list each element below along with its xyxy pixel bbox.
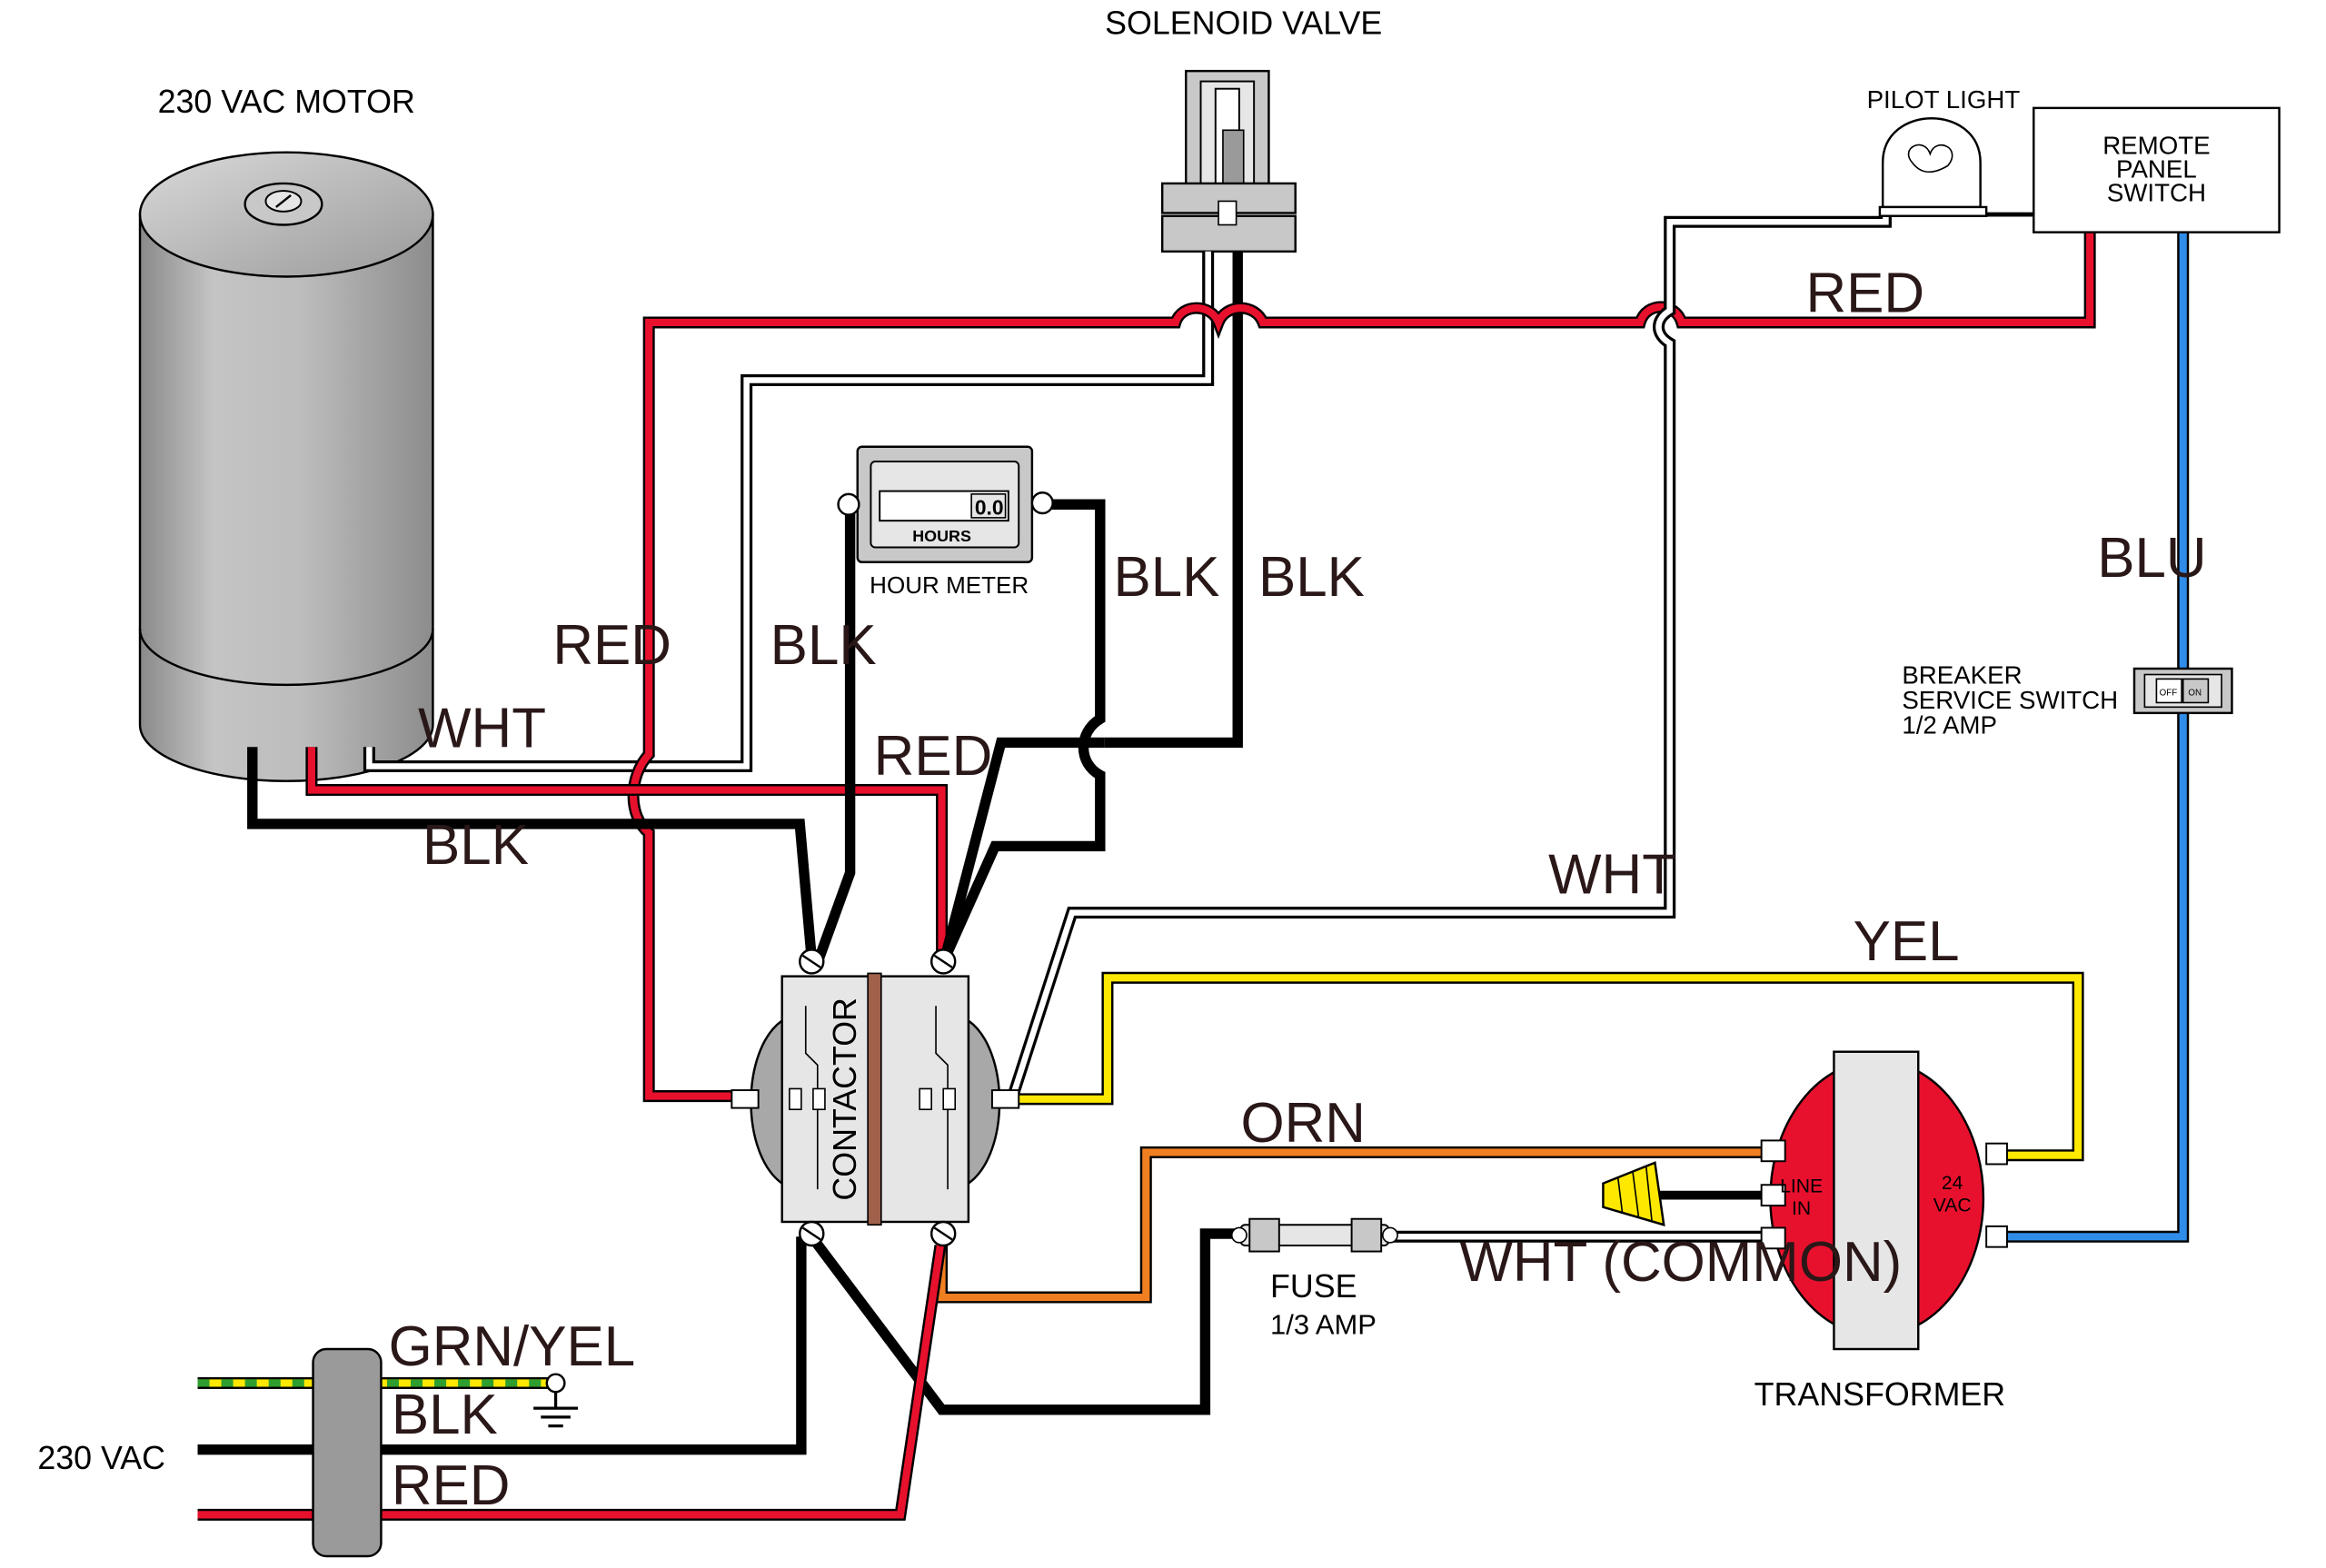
wire-orange <box>936 1146 1762 1304</box>
wire-black-motor <box>247 747 817 959</box>
wire-label-blk-supply: BLK <box>392 1384 498 1446</box>
wire-black-supply <box>197 1236 807 1455</box>
line-in-label-1: LINE <box>1780 1176 1823 1196</box>
breaker-switch: OFF ON <box>2132 667 2233 715</box>
wire-black-meter-left <box>814 505 856 961</box>
solenoid-valve-label: SOLENOID VALVE <box>1105 5 1382 41</box>
hour-meter-reading: 0.0 <box>975 496 1004 520</box>
wire-label-yel: YEL <box>1854 910 1960 973</box>
wire-red-motor <box>305 747 949 962</box>
breaker-label-2: SERVICE SWITCH <box>1902 686 2118 714</box>
motor-label: 230 VAC MOTOR <box>158 84 415 120</box>
remote-switch-line-2: PANEL <box>2116 154 2197 183</box>
supply-label: 230 VAC <box>37 1440 165 1476</box>
wire-label-grn-yel: GRN/YEL <box>389 1315 636 1378</box>
fuse-rating: 1/3 AMP <box>1270 1309 1377 1341</box>
wire-label-wht-motor: WHT <box>418 697 546 759</box>
transformer: LINE IN 24 VAC <box>1760 1050 2008 1351</box>
remote-switch-line-3: SWITCH <box>2107 178 2206 206</box>
breaker-label-1: BREAKER <box>1902 660 2022 689</box>
breaker-label-3: 1/2 AMP <box>1902 711 1997 739</box>
wire-label-blk-motor: BLK <box>422 814 529 877</box>
contactor: CONTACTOR <box>731 948 1020 1247</box>
vac24-label-2: VAC <box>1933 1196 1972 1216</box>
hour-meter-unit: HOURS <box>912 527 971 545</box>
contactor-label: CONTACTOR <box>827 997 863 1200</box>
wire-label-wht-common: WHT (COMMON) <box>1459 1231 1902 1294</box>
line-in-label-2: IN <box>1792 1198 1811 1219</box>
transformer-label: TRANSFORMER <box>1754 1376 2006 1413</box>
hour-meter: 0.0 HOURS <box>837 445 1054 563</box>
wire-label-red-supply: RED <box>392 1454 511 1517</box>
remote-panel-switch: REMOTE PANEL SWITCH <box>2033 106 2281 233</box>
hour-meter-label: HOUR METER <box>870 571 1029 599</box>
wire-label-red-top: RED <box>1805 263 1924 325</box>
wire-label-blk-solenoid: BLK <box>1258 546 1365 609</box>
wire-label-red-mid: RED <box>874 725 993 788</box>
wire-label-blk-meter-right: BLK <box>1113 546 1219 609</box>
remote-switch-line-1: REMOTE <box>2102 131 2210 159</box>
wire-label-orn: ORN <box>1240 1092 1365 1155</box>
supply-cable-sheath <box>312 1347 383 1558</box>
pilot-light-label: PILOT LIGHT <box>1867 85 2021 114</box>
solenoid-valve <box>1160 69 1297 253</box>
wire-label-wht-right: WHT <box>1548 843 1676 906</box>
wire-red-supply <box>197 1245 947 1521</box>
wire-white-right <box>1007 214 1892 1098</box>
fuse-label: FUSE <box>1270 1268 1357 1305</box>
wire-label-red-left: RED <box>552 614 671 677</box>
ground-symbol-icon <box>533 1373 579 1428</box>
vac24-label-1: 24 <box>1942 1173 1963 1194</box>
wire-black-fuse <box>807 1228 1241 1415</box>
fuse <box>1230 1217 1398 1253</box>
wire-nut-icon <box>1602 1161 1665 1226</box>
motor <box>138 151 434 782</box>
breaker-on-label: ON <box>2188 688 2202 698</box>
wire-label-blu: BLU <box>2097 527 2206 590</box>
pilot-light <box>1878 117 1988 217</box>
wire-black-meter-right <box>939 499 1106 961</box>
wire-blue <box>2006 232 2190 1243</box>
wire-white-motor-solenoid <box>363 251 1215 772</box>
wire-black-solenoid-contactor <box>1104 251 1243 749</box>
wire-yellow <box>1019 971 2084 1162</box>
wire-label-blk-meter-left: BLK <box>770 614 877 677</box>
breaker-off-label: OFF <box>2160 688 2178 698</box>
wire-black-solenoid-down <box>939 737 1105 960</box>
